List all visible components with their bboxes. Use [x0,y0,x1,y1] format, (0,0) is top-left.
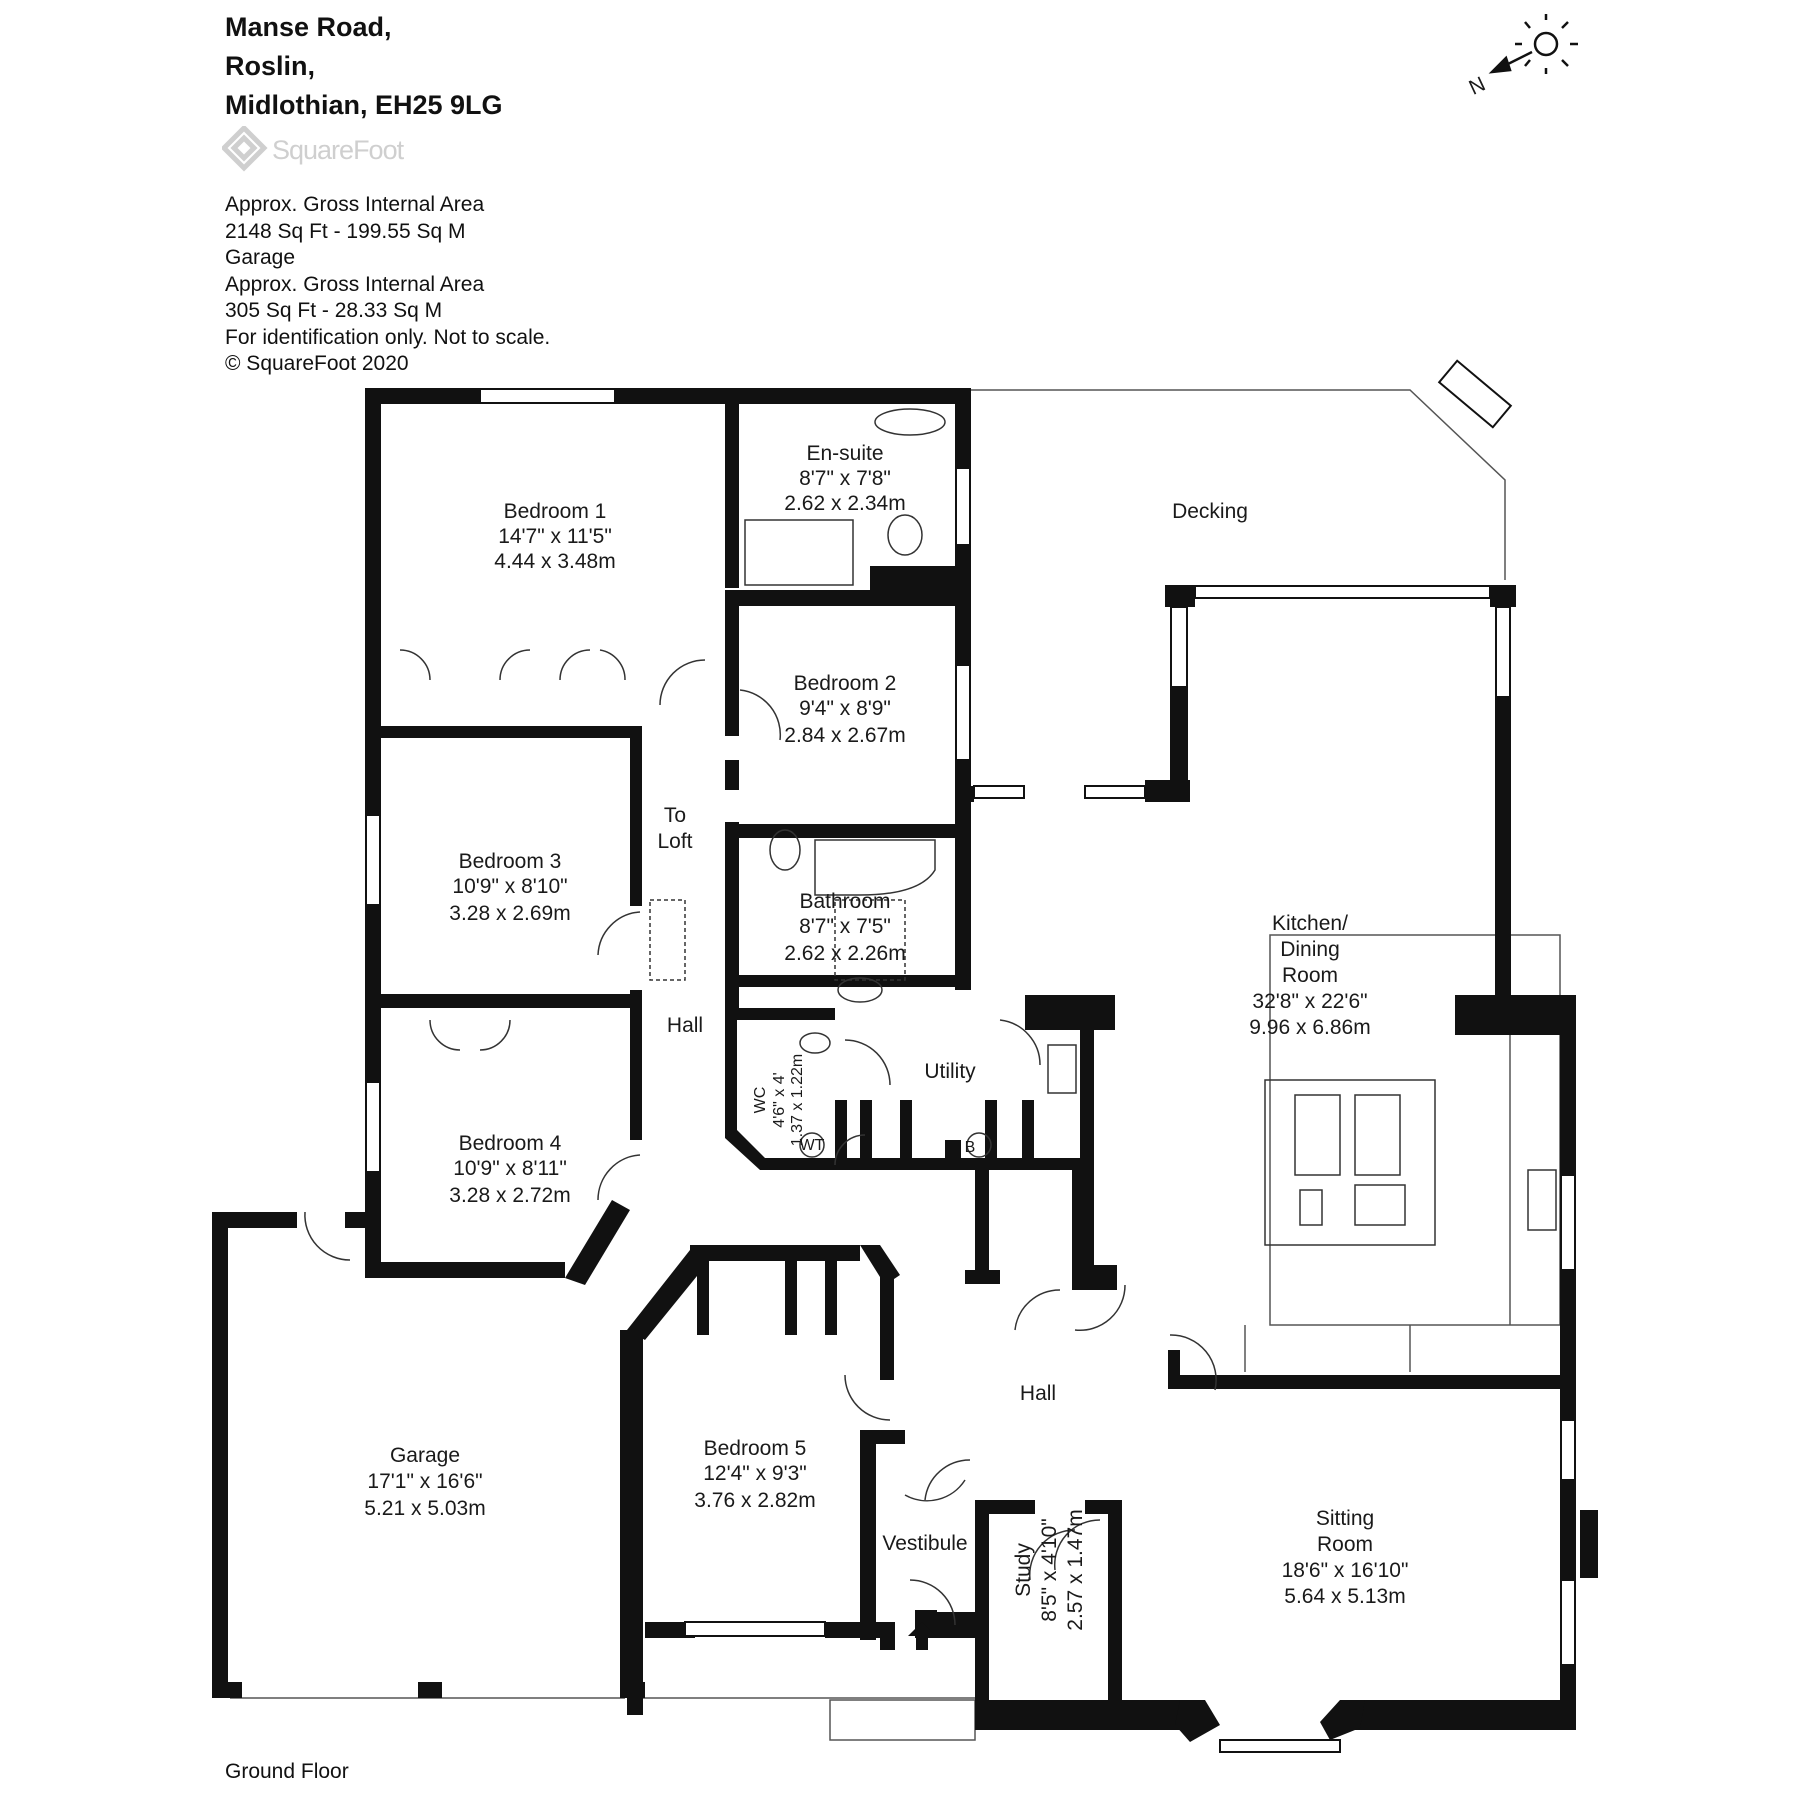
study-metric: 2.57 x 1.47m [1064,1509,1087,1630]
bedroom5-name: Bedroom 5 [704,1437,807,1460]
address-line1: Manse Road, [225,12,392,42]
utility-name: Utility [924,1060,976,1083]
sitting-imperial: 18'6" x 16'10" [1282,1559,1409,1582]
loft-line2: Loft [657,830,692,853]
bedroom1-imperial: 14'7" x 11'5" [498,525,612,548]
bedroom4-name: Bedroom 4 [459,1132,562,1155]
kitchen-line1: Kitchen/ [1272,912,1348,935]
loft-line1: To [664,804,686,827]
study-name: Study [1012,1543,1035,1597]
kitchen-metric: 9.96 x 6.86m [1249,1016,1370,1039]
bedroom3-metric: 3.28 x 2.69m [449,902,570,925]
garage-imperial: 17'1" x 16'6" [367,1470,482,1493]
sitting-line1: Sitting [1316,1507,1374,1530]
garage-name: Garage [390,1444,460,1467]
area-line4: Approx. Gross Internal Area [225,272,485,296]
bedroom4-metric: 3.28 x 2.72m [449,1184,570,1207]
garage-metric: 5.21 x 5.03m [364,1497,485,1520]
bedroom2-metric: 2.84 x 2.67m [784,724,905,747]
wc-metric: 1.37 x 1.22m [789,1054,806,1147]
area-line5: 305 Sq Ft - 28.33 Sq M [225,299,443,322]
bedroom3-imperial: 10'9" x 8'10" [452,875,567,898]
bathroom-imperial: 8'7" x 7'5" [799,915,891,938]
ensuite-metric: 2.62 x 2.34m [784,492,905,515]
wc-name: WC [752,1087,769,1114]
area-line1: Approx. Gross Internal Area [225,193,485,216]
wc-label-group: WC 4'6" x 4' 1.37 x 1.22m [752,1054,806,1147]
vestibule-name: Vestibule [882,1532,967,1555]
room-labels: Bedroom 1 14'7" x 11'5" 4.44 x 3.48m En-… [364,442,1408,1608]
sitting-metric: 5.64 x 5.13m [1284,1585,1405,1608]
kitchen-imperial: 32'8" x 22'6" [1252,990,1367,1013]
wc-imperial: 4'6" x 4' [771,1072,788,1127]
area-line2: 2148 Sq Ft - 199.55 Sq M [225,219,466,243]
study-label-group: Study 8'5" x 4'10" 2.57 x 1.47m [1012,1509,1087,1630]
walls [212,388,1598,1742]
boiler-label: B [965,1139,976,1156]
area-line7: © SquareFoot 2020 [225,352,409,375]
sitting-line2: Room [1317,1533,1373,1556]
bedroom1-name: Bedroom 1 [504,500,607,523]
bedroom5-imperial: 12'4" x 9'3" [703,1462,807,1485]
windows [365,359,1576,1753]
area-line6: For identification only. Not to scale. [225,325,551,349]
kitchen-line2: Dining [1280,938,1340,961]
compass-north-label: N [1466,73,1489,100]
bedroom5-metric: 3.76 x 2.82m [694,1489,815,1512]
ensuite-imperial: 8'7" x 7'8" [799,467,891,490]
address-line2: Roslin, [225,51,316,81]
address-line3: Midlothian, EH25 9LG [225,90,503,120]
address-block: Manse Road, Roslin, Midlothian, EH25 9LG [225,8,503,125]
north-arrow-sun-icon [1488,14,1578,74]
floor-label: Ground Floor [225,1760,349,1783]
squarefoot-logo-icon: SquareFoot [220,124,406,172]
kitchen-line3: Room [1282,964,1338,987]
bedroom4-imperial: 10'9" x 8'11" [453,1157,567,1180]
decking-name: Decking [1172,500,1248,523]
bedroom2-name: Bedroom 2 [794,672,897,695]
fixtures [304,408,1557,1626]
bedroom2-imperial: 9'4" x 8'9" [799,697,891,720]
bedroom1-metric: 4.44 x 3.48m [494,550,615,573]
area-line3: Garage [225,246,296,269]
squarefoot-logo: SquareFoot [220,124,462,177]
water-tank-label: WT [800,1137,825,1154]
bathroom-metric: 2.62 x 2.26m [784,942,905,965]
bedroom3-name: Bedroom 3 [459,850,562,873]
bathroom-name: Bathroom [799,890,890,913]
study-imperial: 8'5" x 4'10" [1038,1518,1061,1622]
hall-upper-name: Hall [667,1014,703,1037]
ensuite-name: En-suite [806,442,883,465]
hall-lower-name: Hall [1020,1382,1056,1405]
area-info: Approx. Gross Internal Area 2148 Sq Ft -… [225,192,550,378]
entrance-arrow-icon [908,1622,936,1650]
logo-text: SquareFoot [272,135,405,165]
